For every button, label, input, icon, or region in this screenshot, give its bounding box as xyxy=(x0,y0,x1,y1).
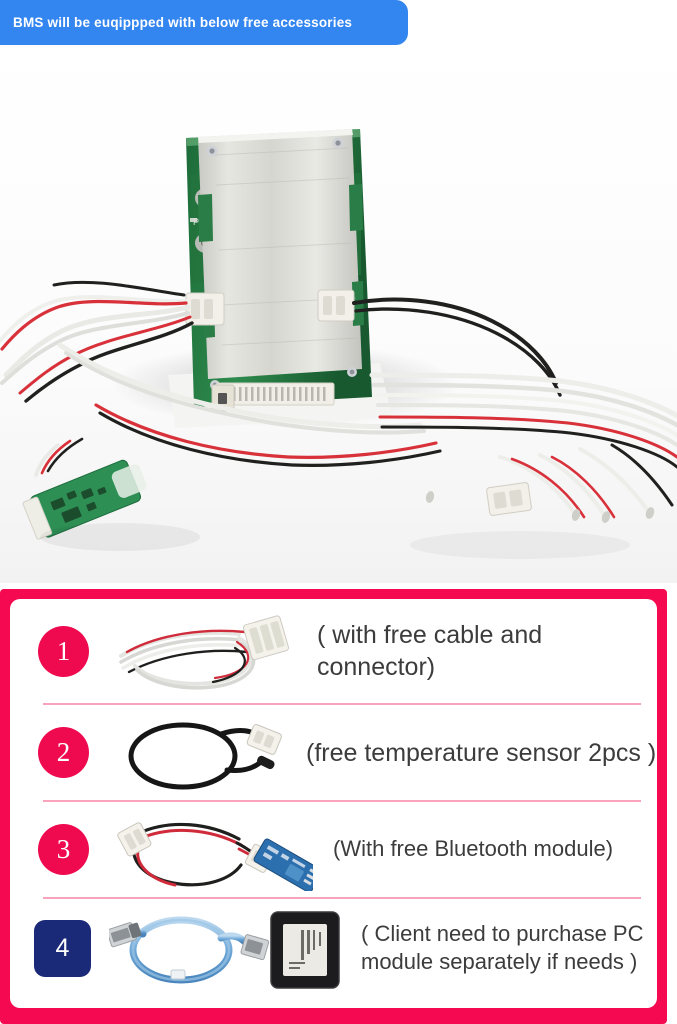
accessory-row-4: 4 xyxy=(10,899,657,997)
header-banner-text: BMS will be euqippped with below free ac… xyxy=(13,15,353,30)
accessory-image-3 xyxy=(113,809,313,891)
accessories-frame: 1 xyxy=(0,589,667,1024)
accessory-image-4 xyxy=(109,904,349,992)
header-banner: BMS will be euqippped with below free ac… xyxy=(0,0,408,45)
accessory-badge-3: 3 xyxy=(38,824,89,875)
accessory-text-4: ( Client need to purchase PC module sepa… xyxy=(361,920,644,974)
accessory-image-1 xyxy=(113,612,303,690)
row-divider-1 xyxy=(43,703,641,705)
accessories-list: 1 xyxy=(10,599,657,1008)
hero-product-photo: P- B- xyxy=(0,45,677,583)
accessory-badge-1: 1 xyxy=(38,625,89,677)
accessory-badge-4: 4 xyxy=(34,919,91,977)
accessory-text-3: (With free Bluetooth module) xyxy=(333,836,614,862)
row-divider-3 xyxy=(43,897,641,899)
row-divider-2 xyxy=(43,800,641,802)
accessory-row-1: 1 xyxy=(10,599,657,703)
accessory-text-1: ( with free cable and connector) xyxy=(317,621,543,681)
bms-board-photo-illustration: P- B- xyxy=(0,45,677,583)
bluetooth-module-icon xyxy=(117,821,313,891)
accessory-text-2: (free temperature sensor 2pcs ) xyxy=(306,738,657,767)
balance-cable-connector-icon xyxy=(119,615,289,690)
accessory-badge-2: 2 xyxy=(38,727,89,778)
accessory-row-2: 2 xyxy=(10,705,657,800)
svg-text:P-: P- xyxy=(193,217,202,227)
temperature-sensor-icon xyxy=(128,722,282,789)
accessory-image-2 xyxy=(117,714,282,792)
usb-cable-and-pc-module-icon xyxy=(109,911,340,989)
accessory-row-3: 3 xyxy=(10,802,657,897)
